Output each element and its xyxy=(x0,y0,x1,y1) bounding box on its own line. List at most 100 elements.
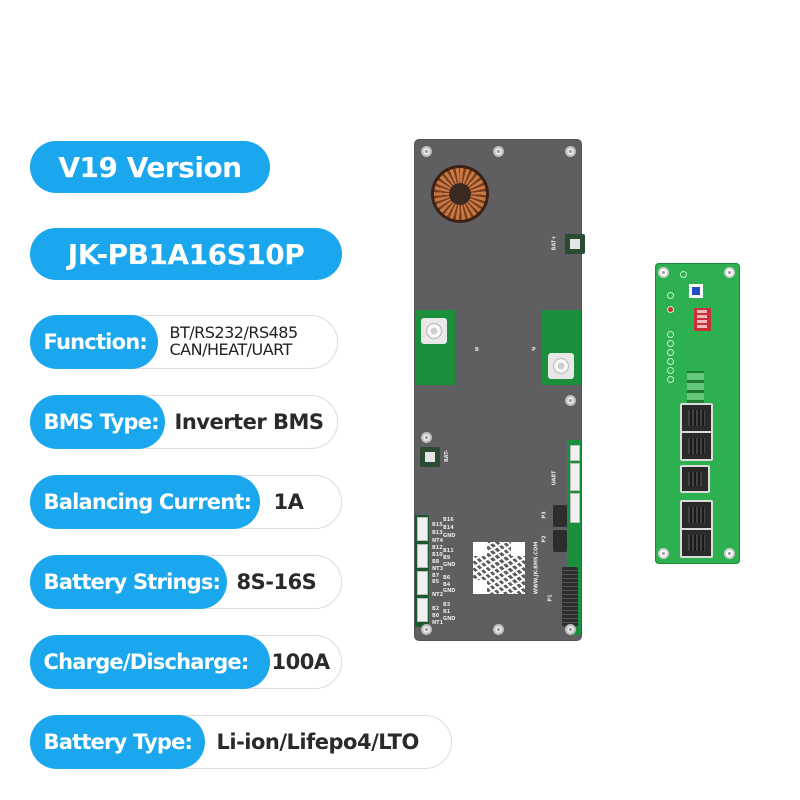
p2-connector xyxy=(553,530,567,552)
button-icon xyxy=(689,284,703,298)
led-icon xyxy=(667,306,674,313)
balance-pin-label: B4 xyxy=(443,582,451,588)
bat-minus-pad xyxy=(420,447,440,467)
spec-bms-type: BMS Type: Inverter BMS xyxy=(29,395,338,449)
main-bms-board: BAT+ B P BAT- UART P3 P2 P1 B16 B15 B14 … xyxy=(415,140,585,640)
mount-hole xyxy=(421,624,432,635)
balance-pin-label: GND xyxy=(443,533,456,539)
pin-hole xyxy=(667,376,674,383)
mount-hole xyxy=(493,624,504,635)
balance-pin-label: B11 xyxy=(443,548,454,554)
p1-connector xyxy=(562,567,578,627)
dip-switch-icon xyxy=(694,308,711,331)
rj45-port-top-1[interactable] xyxy=(680,403,713,433)
pin-hole xyxy=(667,340,674,347)
balance-pin-label: GND xyxy=(443,588,456,594)
balance-pin-label: B15 xyxy=(432,522,443,528)
balance-pin-label: B9 xyxy=(443,555,451,561)
bat-minus-label: BAT- xyxy=(444,449,451,463)
model-badge-text: JK-PB1A16S10P xyxy=(67,237,305,271)
rj11-port[interactable] xyxy=(680,465,710,493)
toroid-inductor-icon xyxy=(431,165,489,223)
pin-hole xyxy=(667,367,674,374)
model-badge: JK-PB1A16S10P xyxy=(30,228,342,280)
spec-label: Function: xyxy=(29,315,158,369)
balance-pin-label: GND xyxy=(443,562,456,568)
led-icon xyxy=(680,271,687,278)
mount-hole xyxy=(421,146,432,157)
balance-pin-label: B7 xyxy=(432,573,440,579)
website-label: WWW.JK-BMS.COM xyxy=(533,541,540,595)
uart-connector xyxy=(570,445,580,461)
p3-connector xyxy=(553,505,567,527)
balance-pin-label: B16 xyxy=(443,517,454,523)
spec-battery-strings: Battery Strings: 8S-16S xyxy=(29,555,342,609)
p-terminal xyxy=(548,353,574,379)
mount-hole xyxy=(421,432,432,443)
spec-value-line2: CAN/HEAT/UART xyxy=(169,340,293,359)
mount-hole xyxy=(658,267,669,278)
mount-hole xyxy=(565,624,576,635)
balance-connector-2 xyxy=(417,544,428,568)
spec-charge-discharge: Charge/Discharge: 100A xyxy=(29,635,342,689)
b-marker: B xyxy=(475,347,479,353)
rj45-port-bottom-2[interactable] xyxy=(680,528,713,558)
balance-pin-label: NT3 xyxy=(432,566,444,572)
side-connector xyxy=(570,493,580,523)
led-icon xyxy=(667,292,674,299)
spec-value: 100A xyxy=(271,649,331,674)
expansion-board xyxy=(655,263,740,564)
mount-hole xyxy=(658,548,669,559)
terminal-block-icon xyxy=(687,371,704,413)
balance-connector-3 xyxy=(417,571,428,595)
balance-pin-label: GND xyxy=(443,616,456,622)
spec-value: Li-ion/Lifepo4/LTO xyxy=(216,729,420,754)
balance-pin-label: B13 xyxy=(432,530,443,536)
balance-pin-label: B0 xyxy=(432,613,440,619)
spec-value: BT/RS232/RS485 CAN/HEAT/UART xyxy=(158,324,299,359)
spec-value: Inverter BMS xyxy=(174,409,325,434)
balance-pin-label: B1 xyxy=(443,609,451,615)
balance-connector-4 xyxy=(417,598,428,622)
mount-hole xyxy=(565,395,576,406)
bat-plus-pad xyxy=(565,234,585,254)
spec-label: BMS Type: xyxy=(29,395,165,449)
qr-code-icon xyxy=(473,542,525,594)
spec-battery-type: Battery Type: Li-ion/Lifepo4/LTO xyxy=(29,715,452,769)
balance-pin-label: B10 xyxy=(432,552,443,558)
bat-plus-label: BAT+ xyxy=(551,235,558,251)
pin-hole xyxy=(667,358,674,365)
rj45-port-top-2[interactable] xyxy=(680,431,713,461)
spec-function: Function: BT/RS232/RS485 CAN/HEAT/UART xyxy=(29,315,338,369)
p2-label: P2 xyxy=(541,535,548,543)
mount-hole xyxy=(724,548,735,559)
version-badge: V19 Version xyxy=(30,141,270,193)
pin-hole xyxy=(667,331,674,338)
spec-label: Charge/Discharge: xyxy=(29,635,270,689)
balance-pin-label: B6 xyxy=(443,575,451,581)
spec-balancing-current: Balancing Current: 1A xyxy=(29,475,342,529)
mount-hole xyxy=(565,146,576,157)
spec-value: 8S-16S xyxy=(236,569,317,594)
balance-pin-label: NT4 xyxy=(432,538,444,544)
balance-pin-label: NT1 xyxy=(432,620,444,626)
balance-pin-label: NT2 xyxy=(432,592,444,598)
spec-label: Balancing Current: xyxy=(29,475,260,529)
pin-hole xyxy=(667,349,674,356)
balance-pin-label: B12 xyxy=(432,545,443,551)
balance-pin-label: B2 xyxy=(432,606,440,612)
spec-label: Battery Type: xyxy=(29,715,205,769)
balance-pin-label: B5 xyxy=(432,579,440,585)
balance-connector-1 xyxy=(417,517,428,541)
rj45-port-bottom-1[interactable] xyxy=(680,500,713,530)
mount-hole xyxy=(493,146,504,157)
balance-pin-label: B3 xyxy=(443,602,451,608)
p-marker: P xyxy=(532,347,536,353)
p1-label: P1 xyxy=(547,594,554,602)
mount-hole xyxy=(724,267,735,278)
spec-value: 1A xyxy=(273,489,304,514)
uart-label: UART xyxy=(551,470,558,486)
balance-pin-label: B14 xyxy=(443,525,454,531)
spec-label: Battery Strings: xyxy=(29,555,227,609)
side-connector xyxy=(570,463,580,491)
